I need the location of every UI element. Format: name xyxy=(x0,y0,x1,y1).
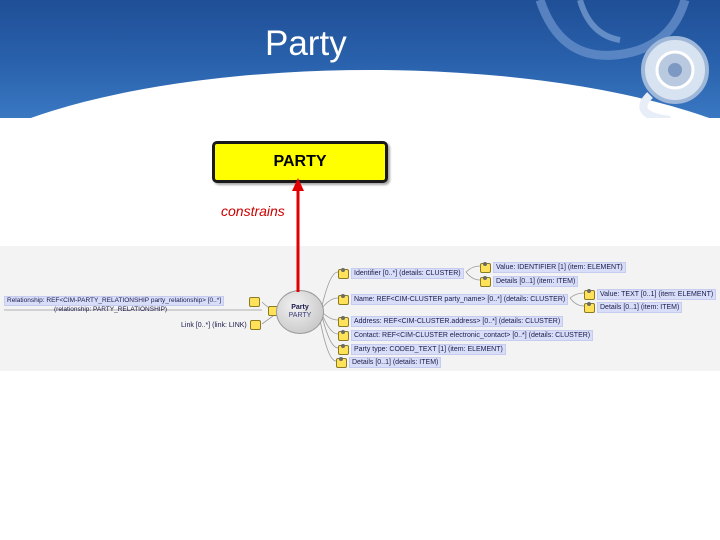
address-node: Address: REF<CIM-CLUSTER.address> [0..*]… xyxy=(338,315,564,327)
identifier-text: Identifier [0..*] (details: CLUSTER) xyxy=(351,268,464,279)
relationship-type: (relationship: PARTY_RELATIONSHIP) xyxy=(54,306,168,313)
name-value-icon xyxy=(584,288,595,300)
name-node: Name: REF<CIM-CLUSTER party_name> [0..*]… xyxy=(338,293,569,305)
name-value-node: Value: TEXT [0..1] (item: ELEMENT) xyxy=(584,288,717,300)
details-text: Details [0..1] (details: ITEM) xyxy=(349,357,442,368)
name-value-text: Value: TEXT [0..1] (item: ELEMENT) xyxy=(597,289,717,300)
contact-icon xyxy=(338,329,349,341)
name-details-icon xyxy=(584,301,595,313)
constrains-label: constrains xyxy=(221,203,285,219)
slide-header: Party xyxy=(0,0,720,118)
slide-title: Party xyxy=(265,24,347,63)
party-class-box: PARTY xyxy=(212,141,388,183)
relationship-icon xyxy=(249,297,260,307)
name-text: Name: REF<CIM-CLUSTER party_name> [0..*]… xyxy=(351,294,569,305)
name-details-node: Details [0..1] (item: ITEM) xyxy=(584,301,683,313)
link-icon xyxy=(249,320,261,330)
party-type-node: Party type: CODED_TEXT [1] (item: ELEMEN… xyxy=(338,343,506,355)
party-center-node: Party PARTY xyxy=(276,290,324,334)
identifier-value-icon xyxy=(480,261,491,273)
contact-text: Contact: REF<CIM-CLUSTER electronic_cont… xyxy=(351,330,594,341)
identifier-details-text: Details [0..1] (item: ITEM) xyxy=(493,276,579,287)
link-text: Link [0..*] (link: LINK) xyxy=(181,321,247,329)
relationship-node: Relationship: REF<CIM-PARTY_RELATIONSHIP… xyxy=(4,296,260,314)
identifier-details-node: Details [0..1] (item: ITEM) xyxy=(480,275,579,287)
identifier-node: Identifier [0..*] (details: CLUSTER) xyxy=(338,267,464,279)
identifier-icon xyxy=(338,267,349,279)
identifier-value-node: Value: IDENTIFIER [1] (item: ELEMENT) xyxy=(480,261,626,273)
name-details-text: Details [0..1] (item: ITEM) xyxy=(597,302,683,313)
party-type-text: Party type: CODED_TEXT [1] (item: ELEMEN… xyxy=(351,344,506,355)
party-node-type: PARTY xyxy=(288,312,312,319)
stethoscope-icon xyxy=(535,0,709,118)
identifier-details-icon xyxy=(480,275,491,287)
details-node: Details [0..1] (details: ITEM) xyxy=(336,356,442,368)
identifier-value-text: Value: IDENTIFIER [1] (item: ELEMENT) xyxy=(493,262,626,273)
name-icon xyxy=(338,293,349,305)
details-icon xyxy=(336,356,347,368)
address-text: Address: REF<CIM-CLUSTER.address> [0..*]… xyxy=(351,316,564,327)
party-type-icon xyxy=(338,343,349,355)
link-node: Link [0..*] (link: LINK) xyxy=(181,320,261,330)
contact-node: Contact: REF<CIM-CLUSTER electronic_cont… xyxy=(338,329,594,341)
address-icon xyxy=(338,315,349,327)
relationship-text: Relationship: REF<CIM-PARTY_RELATIONSHIP… xyxy=(4,296,225,306)
party-node-name: Party xyxy=(291,304,309,311)
